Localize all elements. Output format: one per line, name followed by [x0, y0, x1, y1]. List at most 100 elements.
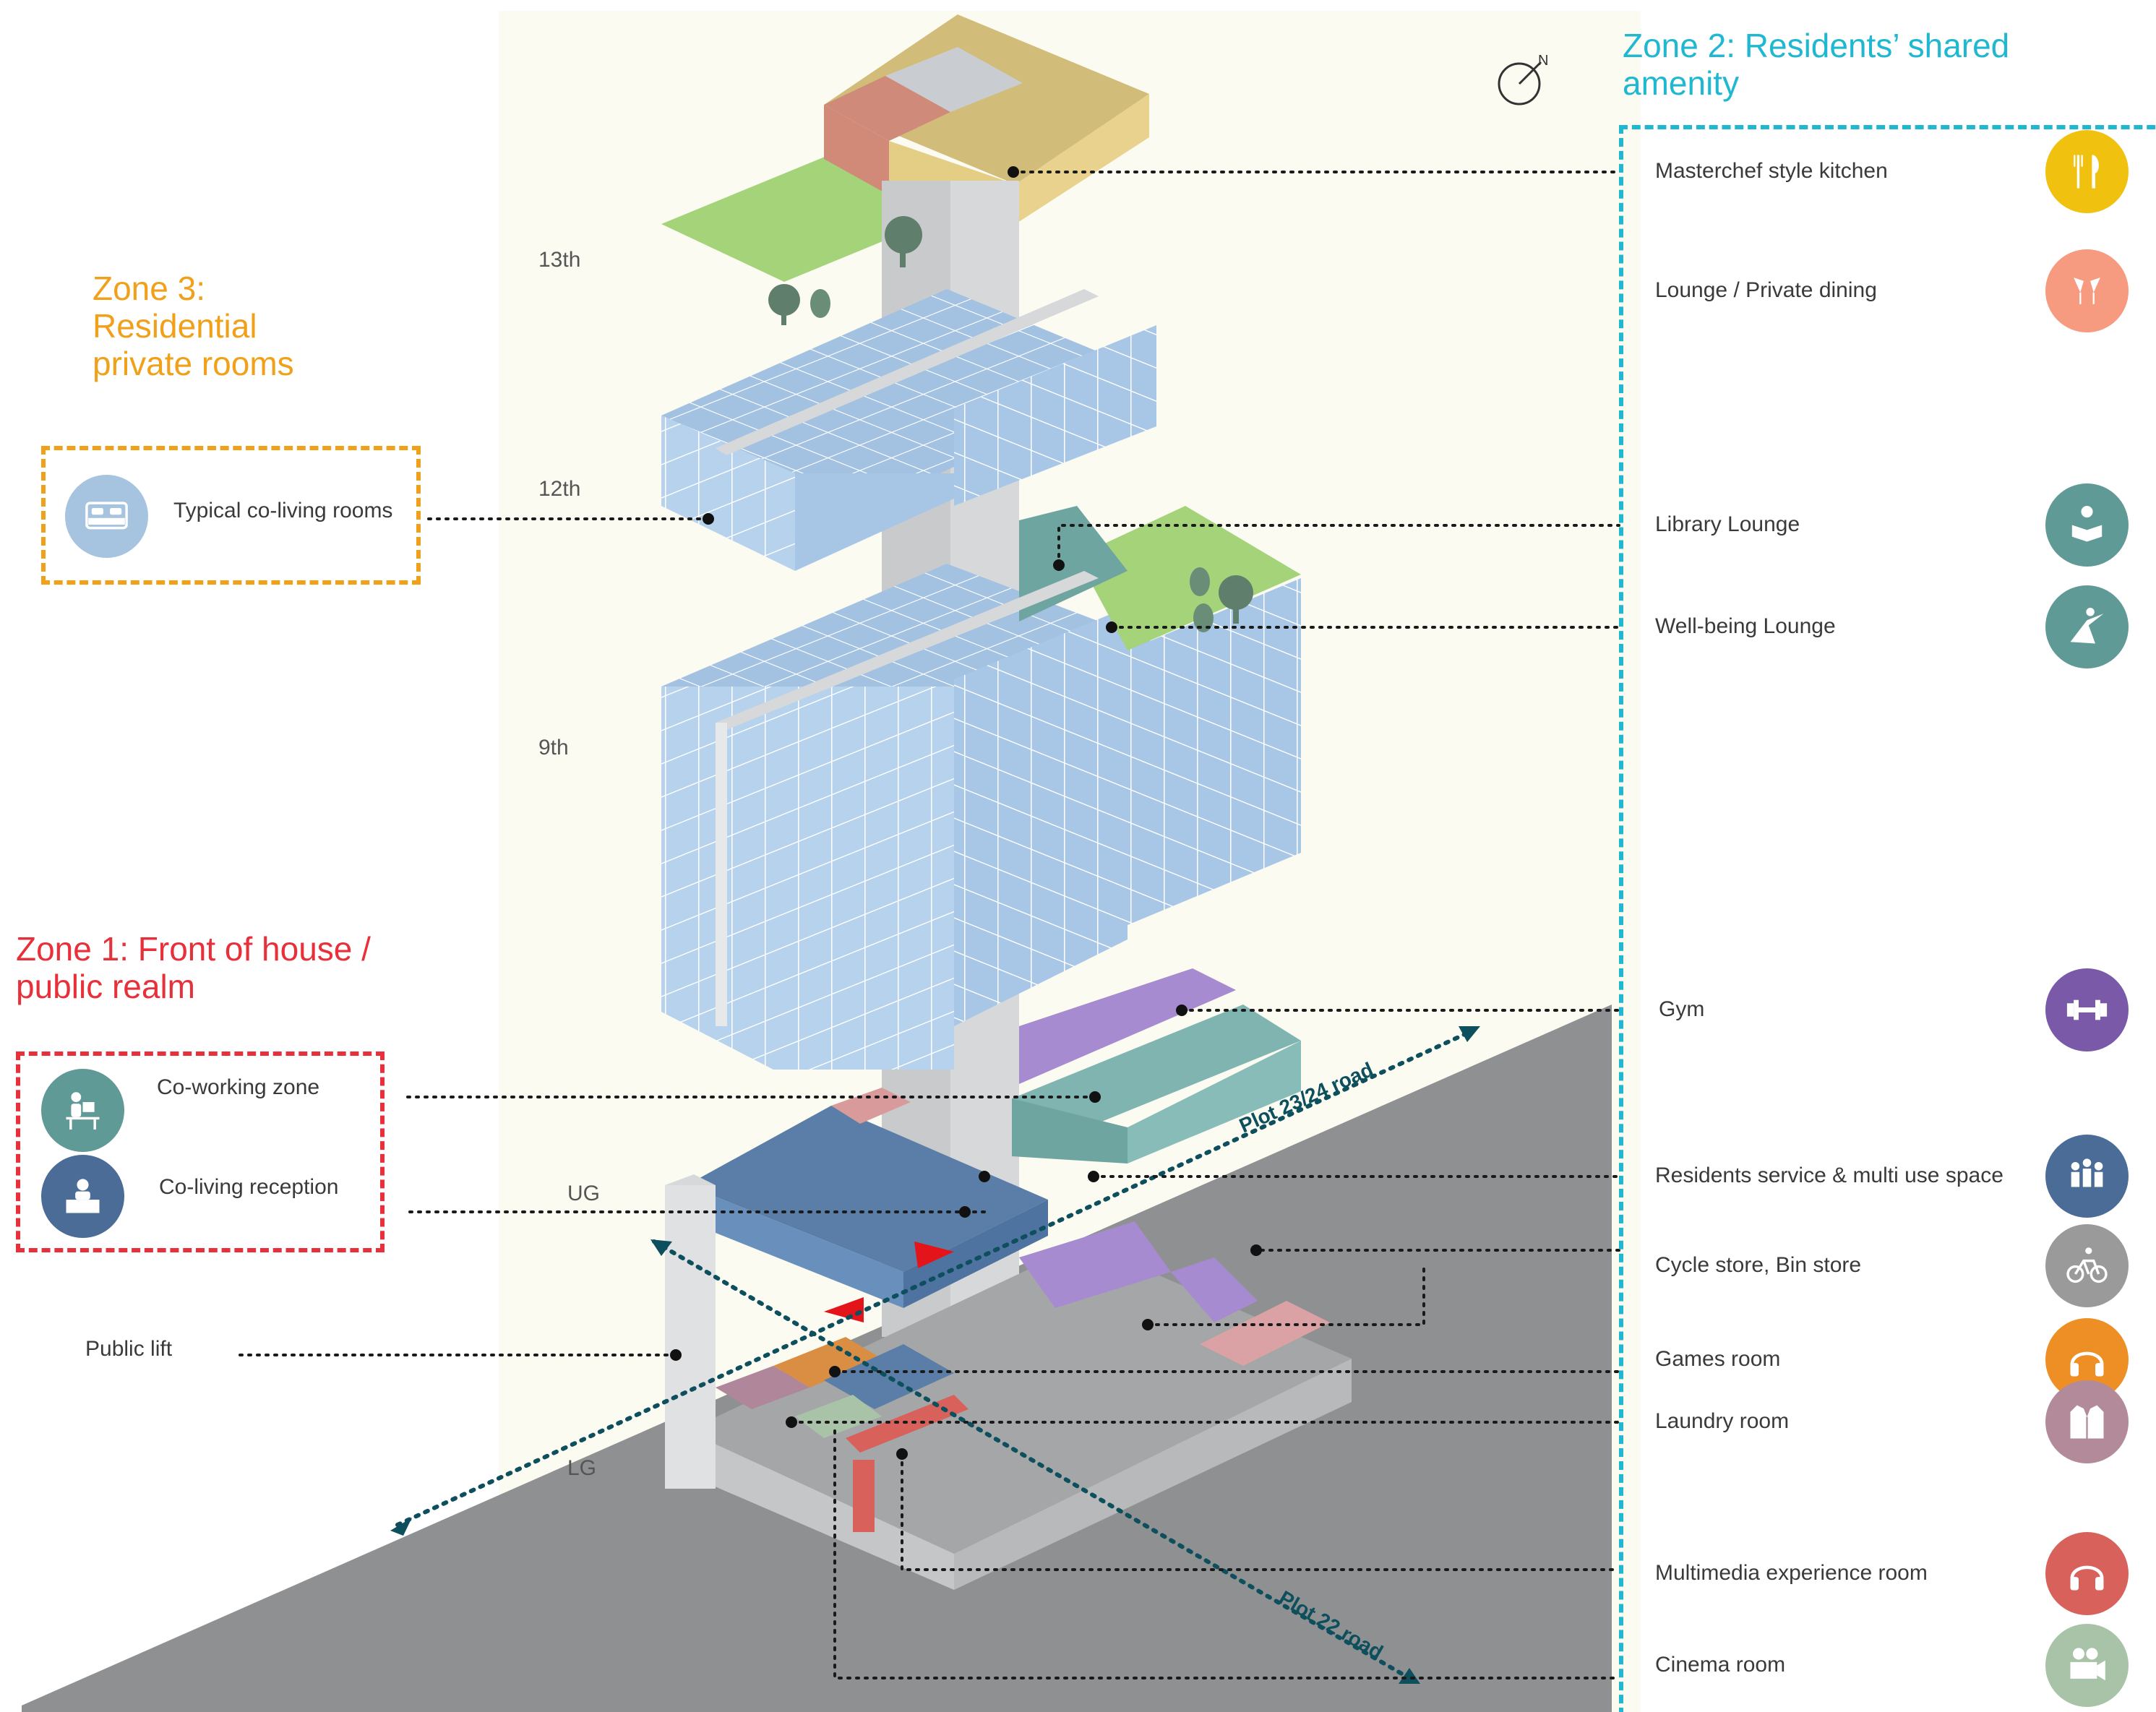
zone1-box — [16, 1051, 385, 1252]
wellbeing-terrace — [1077, 506, 1301, 650]
reception-desk-icon — [41, 1155, 124, 1238]
bed-icon — [65, 475, 148, 558]
dining-block-front — [824, 105, 889, 195]
leaf-icon — [810, 289, 1214, 632]
coworking-block-front — [1012, 1098, 1128, 1163]
amenity-label: Cinema room — [1655, 1653, 1786, 1677]
zone1-title-line2: public realm — [16, 968, 195, 1005]
road-arrow-sw — [390, 1518, 412, 1536]
kitchen-block-top — [824, 14, 1149, 184]
zone2-title-line1: Zone 2: Residents’ shared — [1623, 27, 2010, 64]
zone2-title-line2: amenity — [1623, 64, 1740, 102]
zone3-item-label: Typical co-living rooms — [173, 499, 393, 522]
amenity-label: Lounge / Private dining — [1655, 278, 1877, 302]
zone2-title: Zone 2: Residents’ shared amenity — [1623, 27, 2009, 102]
amenity-label: Games room — [1655, 1347, 1781, 1371]
zone3-box — [41, 446, 421, 585]
headphones-icon-glyph — [2070, 1565, 2104, 1591]
group-people-icon — [2045, 1135, 2129, 1218]
block12-side — [954, 325, 1156, 506]
amenity-label: Masterchef style kitchen — [1655, 159, 1888, 183]
block9-corridor-front — [716, 723, 727, 1026]
floor-label-9th: 9th — [538, 736, 569, 760]
cinema-pink — [716, 1366, 809, 1409]
zone3-title-line1: Zone 3: — [93, 270, 205, 307]
floor-label-12th: 12th — [538, 477, 581, 501]
north-compass-icon: N — [1498, 53, 1548, 106]
road-arrow-ne — [1459, 1026, 1480, 1042]
headphones-icon — [2045, 1532, 2129, 1615]
dumbbell-icon-glyph — [2066, 999, 2108, 1020]
zone1-title-line1: Zone 1: Front of house / — [16, 930, 371, 968]
gym-block — [1019, 968, 1236, 1084]
amenity-label: Multimedia experience room — [1655, 1561, 1928, 1585]
lift-shaft-top — [885, 47, 1023, 112]
shirt-jacket-icon — [2045, 1380, 2129, 1463]
entrance-flag-2 — [824, 1297, 864, 1322]
zone1-item-reception-label: Co-living reception — [159, 1175, 339, 1199]
coworking-block-side — [1128, 1041, 1301, 1163]
group-people-icon-glyph — [2071, 1158, 2103, 1187]
champagne-glasses-icon — [2045, 249, 2129, 332]
amenity-label: Library Lounge — [1655, 512, 1800, 536]
tree-icon — [768, 216, 1253, 624]
public-lift — [665, 1185, 716, 1489]
block12-front2 — [795, 473, 954, 571]
zone3-title: Zone 3: Residential private rooms — [93, 270, 294, 382]
leader-lines — [237, 171, 1620, 1679]
laundry-blue — [824, 1344, 954, 1409]
yoga-pose-icon — [2045, 585, 2129, 668]
block12-corridor — [716, 289, 1099, 455]
bicycle-icon-glyph — [2066, 1247, 2108, 1283]
floor-label-13th: 13th — [538, 248, 581, 272]
leader-dots — [670, 166, 1262, 1460]
amenity-label: Well-being Lounge — [1655, 614, 1836, 638]
block9-corridor — [716, 571, 1099, 730]
block9-front — [661, 687, 954, 1070]
film-camera-icon — [2045, 1624, 2129, 1707]
compass-letter: N — [1538, 53, 1548, 69]
cutlery-icon-glyph — [2074, 155, 2099, 189]
reading-person-icon — [2045, 483, 2129, 567]
floor-label-lg: LG — [567, 1456, 597, 1480]
dining-block-top — [824, 76, 950, 141]
road-arrow-se — [1399, 1668, 1420, 1684]
zone3-title-line3: private rooms — [93, 345, 294, 382]
multimedia-red-front — [853, 1460, 875, 1532]
zone1-item-coworking-label: Co-working zone — [157, 1075, 320, 1099]
amenity-label: Gym — [1659, 997, 1705, 1021]
zone1-title: Zone 1: Front of house / public realm — [16, 930, 371, 1005]
coworking-pink — [831, 1088, 911, 1124]
amenity-label: Cycle store, Bin store — [1655, 1253, 1862, 1277]
cycle-store-purple — [1019, 1221, 1171, 1308]
amenity-label: Residents service & multi use space — [1655, 1163, 2003, 1187]
zone2-box — [1619, 125, 2156, 1712]
kitchen-block-side — [1015, 94, 1149, 224]
reception-block-side — [903, 1200, 1048, 1308]
road-plot-22 — [652, 1239, 1415, 1682]
coworking-block-top — [1012, 1005, 1301, 1135]
yoga-pose-icon-glyph — [2070, 608, 2104, 644]
games-orange — [773, 1337, 882, 1388]
multimedia-red — [846, 1395, 969, 1453]
amenity-label: Laundry room — [1655, 1409, 1790, 1433]
desk-worker-icon — [41, 1069, 124, 1152]
shirt-jacket-icon-glyph — [2070, 1405, 2104, 1439]
block12-top — [661, 289, 1156, 506]
block9-side — [954, 607, 1128, 1026]
dumbbell-icon — [2045, 968, 2129, 1051]
public-lift-label: Public lift — [85, 1337, 173, 1361]
block9-side-right — [1128, 578, 1301, 925]
reading-person-icon-glyph — [2071, 506, 2103, 542]
cinema-green — [795, 1395, 882, 1438]
cutlery-icon — [2045, 130, 2129, 213]
reception-block-top — [687, 1106, 1048, 1272]
bicycle-icon — [2045, 1224, 2129, 1307]
champagne-glasses-icon-glyph — [2074, 278, 2100, 304]
lg-base-front — [687, 1431, 954, 1590]
entrance-flag-1 — [914, 1242, 954, 1268]
reception-block-front — [687, 1185, 903, 1308]
floor-label-ug: UG — [567, 1182, 600, 1205]
